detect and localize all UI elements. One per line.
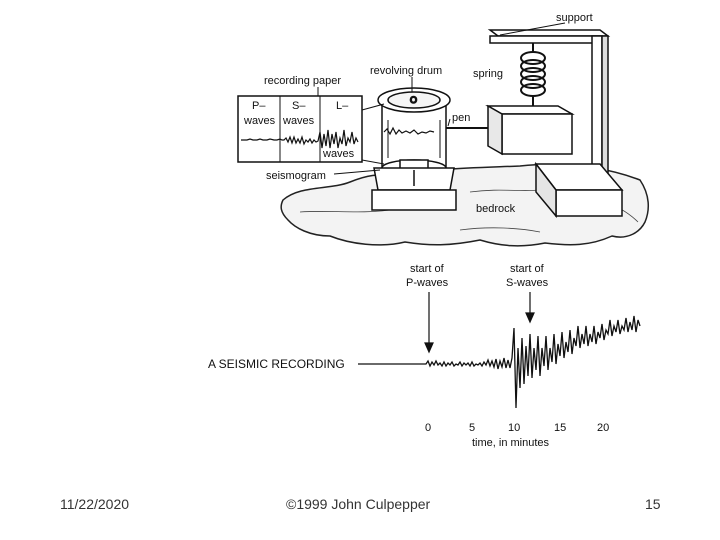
drum-stand (371, 159, 457, 211)
label-start-s-line2: S-waves (506, 277, 549, 289)
label-p-waves-bottom: waves (243, 115, 276, 127)
label-start-s-line1: start of (510, 263, 545, 275)
tick-15: 15 (554, 422, 566, 434)
recording-title: A SEISMIC RECORDING (208, 357, 345, 371)
label-pen: pen (452, 112, 470, 124)
weight-block (485, 104, 575, 156)
label-start-p-line2: P-waves (406, 277, 449, 289)
label-revolving-drum: revolving drum (370, 65, 442, 77)
tick-20: 20 (597, 422, 609, 434)
tick-0: 0 (425, 422, 431, 434)
spring (520, 43, 546, 108)
support-frame (487, 29, 624, 219)
seismogram-panel (237, 95, 385, 165)
label-support: support (556, 12, 593, 24)
label-s-waves-top: S– (292, 100, 306, 112)
footer-copyright: ©1999 John Culpepper (286, 496, 431, 512)
label-start-p-line1: start of (410, 263, 445, 275)
label-l-waves-top: L– (336, 100, 349, 112)
label-p-waves-top: P– (252, 100, 266, 112)
label-s-waves-bottom: waves (282, 115, 315, 127)
svg-text:O: O (410, 95, 417, 105)
label-l-waves-bottom: waves (322, 148, 355, 160)
p-wave-arrow (424, 292, 434, 354)
label-spring: spring (473, 68, 503, 80)
tick-5: 5 (469, 422, 475, 434)
seismic-trace (358, 315, 641, 409)
label-recording-paper: recording paper (264, 75, 341, 87)
label-seismogram: seismogram (266, 170, 326, 182)
axis-label: time, in minutes (472, 437, 550, 449)
leader-lines (317, 22, 566, 175)
footer-date: 11/22/2020 (60, 496, 130, 512)
tick-10: 10 (508, 422, 520, 434)
s-wave-arrow (525, 292, 535, 324)
label-bedrock: bedrock (476, 203, 516, 215)
footer-page-number: 15 (645, 496, 661, 512)
